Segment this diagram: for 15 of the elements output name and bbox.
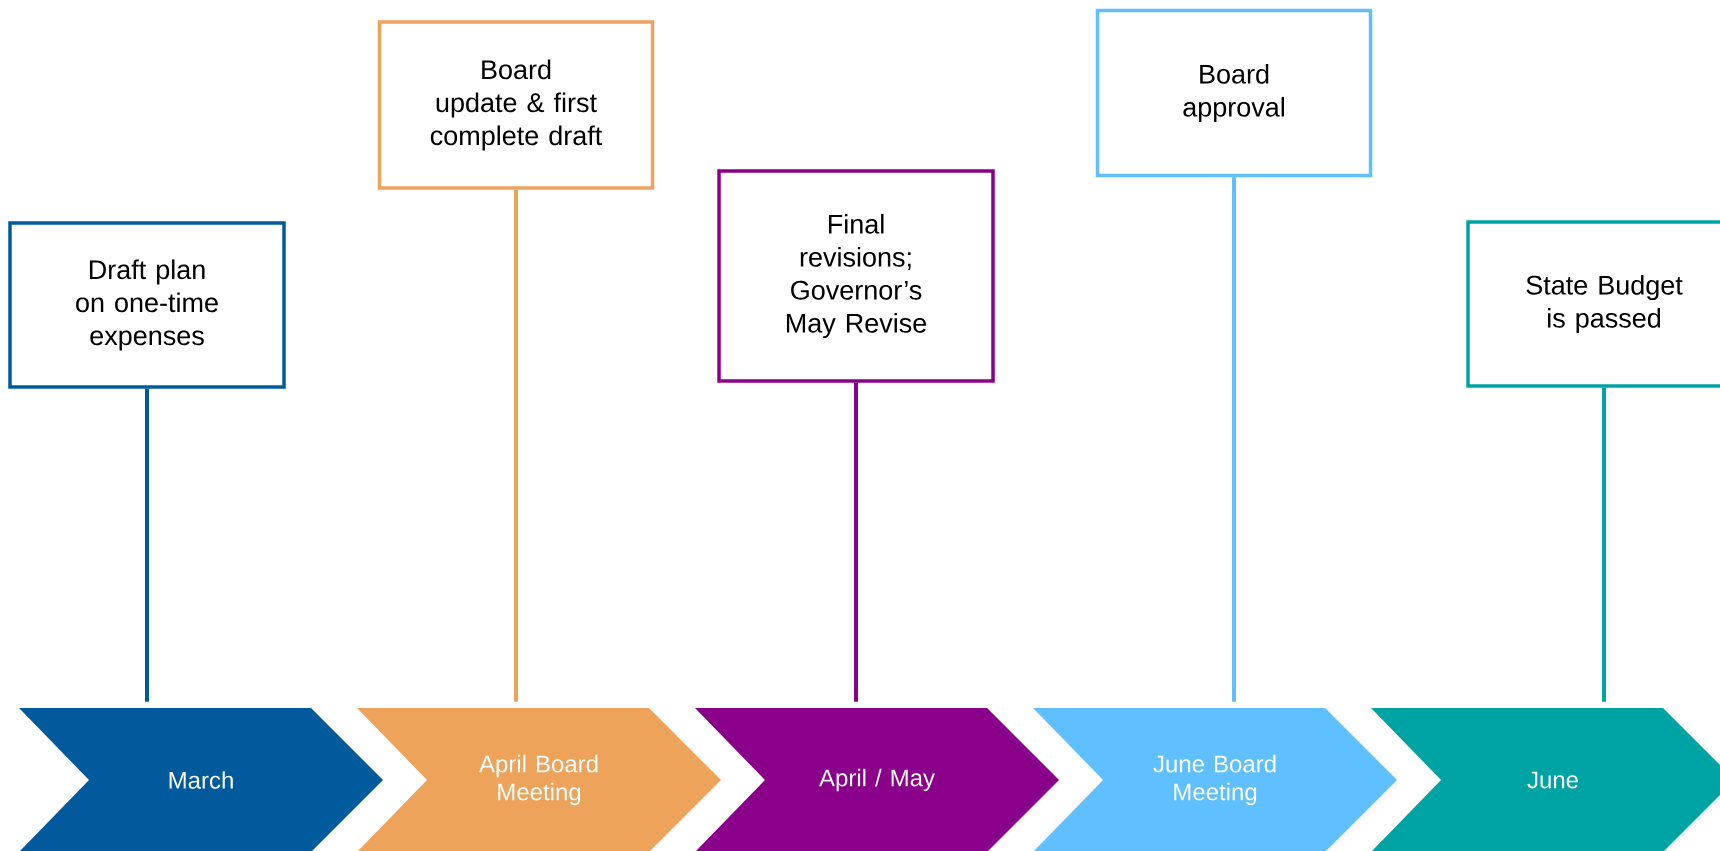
month-banner: March (19, 708, 383, 851)
connector-line (514, 189, 518, 702)
month-banner: April Board Meeting (357, 708, 721, 851)
milestone-box: Board approval (1095, 8, 1373, 178)
milestone-box: State Budget is passed (1466, 220, 1720, 388)
milestone-box: Draft plan on one-time expenses (8, 221, 286, 389)
connector-line (145, 388, 149, 702)
milestone-box: Final revisions; Governor’s May Revise (717, 169, 995, 383)
month-banner: June (1371, 708, 1720, 851)
connector-line (1602, 387, 1606, 702)
month-banner: June Board Meeting (1033, 708, 1397, 851)
milestone-box: Board update & first complete draft (377, 20, 655, 190)
month-banner: April / May (695, 708, 1059, 851)
connector-line (1232, 177, 1236, 702)
connector-line (854, 382, 858, 702)
